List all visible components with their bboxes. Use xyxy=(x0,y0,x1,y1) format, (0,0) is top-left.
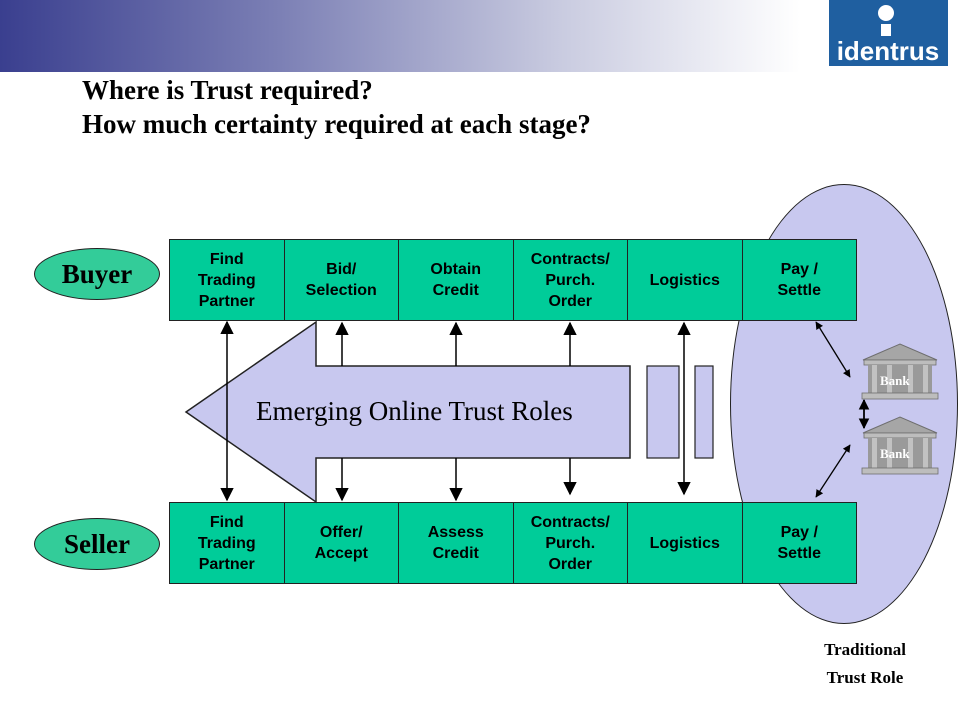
emerging-trust-arrow xyxy=(184,320,631,504)
stage-label-line: Partner xyxy=(198,292,255,310)
buyer-label: Buyer xyxy=(61,258,133,289)
separator-bar-2 xyxy=(694,365,714,459)
traditional-line-2: Trust Role xyxy=(826,668,904,687)
stage-label-line: Order xyxy=(548,555,593,573)
title-line-1: Where is Trust required? xyxy=(82,75,373,105)
stage-label-line: Settle xyxy=(777,282,822,299)
stage-label-line: Offer/ xyxy=(319,524,363,541)
bank-icon xyxy=(861,343,939,400)
stage-label-line: Find xyxy=(209,250,244,268)
stage-label-line: Find xyxy=(209,513,244,531)
seller-label: Seller xyxy=(64,528,130,559)
header-gradient-band xyxy=(0,0,800,72)
stage-label-line: Assess xyxy=(427,524,484,541)
stage-label-line: Settle xyxy=(777,545,822,562)
stage-label-line: Selection xyxy=(305,282,377,299)
stage-label-line: Obtain xyxy=(430,261,482,278)
stage-label-line: Purch. xyxy=(545,271,596,289)
stage-label-line: Contracts/ xyxy=(530,250,610,268)
stage-label-line: Logistics xyxy=(649,271,720,289)
stage-label-line: Partner xyxy=(198,555,255,573)
buyer-stage-cell: Contracts/Purch. Order xyxy=(513,239,628,321)
stage-label-line: Pay / xyxy=(780,524,818,541)
stage-label-line: Trading xyxy=(197,271,256,289)
traditional-trust-label: Traditional Trust Role xyxy=(792,636,938,692)
stage-label-line: Credit xyxy=(432,545,479,562)
buyer-oval: Buyer xyxy=(34,248,160,300)
seller-stage-cell: Offer/Accept xyxy=(284,502,399,584)
stage-label-line: Accept xyxy=(314,545,368,562)
bank-label: Bank xyxy=(880,373,910,388)
seller-oval: Seller xyxy=(34,518,160,570)
buyer-stage-cell: Pay / Settle xyxy=(742,239,857,321)
bank-icon xyxy=(861,416,939,475)
logo-text: identrus xyxy=(837,36,940,66)
seller-pay-bank-arrow xyxy=(815,444,851,498)
stage-label-line: Logistics xyxy=(649,534,720,552)
stage-label-line: Trading xyxy=(197,534,256,552)
stage-label-line: Order xyxy=(548,292,593,310)
slide-title: Where is Trust required? How much certai… xyxy=(82,73,591,141)
seller-stage-cell: Logistics xyxy=(628,502,743,584)
stage-label-line: Contracts/ xyxy=(530,513,610,531)
title-line-2: How much certainty required at each stag… xyxy=(82,109,591,139)
seller-stage-cell: Pay / Settle xyxy=(742,502,857,584)
separator-bar-1 xyxy=(646,365,680,459)
buyer-stage-cell: Logistics xyxy=(628,239,743,321)
stage-label-line: Purch. xyxy=(545,534,596,552)
buyer-pay-bank-arrow xyxy=(815,321,851,378)
buyer-stage-cell: Bid/Selection xyxy=(284,239,399,321)
stage-label-line: Bid/ xyxy=(326,261,357,278)
seller-stage-cell: Contracts/Purch. Order xyxy=(513,502,628,584)
stage-label-line: Credit xyxy=(432,282,479,299)
bank-label: Bank xyxy=(880,446,910,461)
emerging-trust-label: Emerging Online Trust Roles xyxy=(256,396,573,426)
traditional-line-1: Traditional xyxy=(824,640,906,659)
identrus-logo: identrus xyxy=(826,0,950,68)
stage-label-line: Pay / xyxy=(780,261,818,278)
